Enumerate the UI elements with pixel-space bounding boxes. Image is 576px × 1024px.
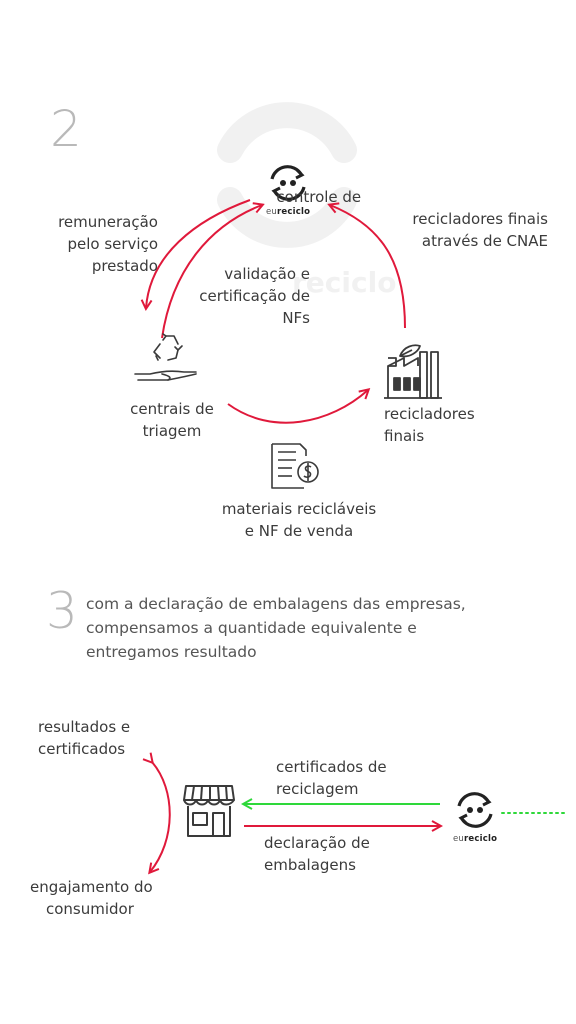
- arrow-resultados-engajamento: [150, 762, 171, 872]
- label-materiais: materiais recicláveis e NF de venda: [204, 498, 394, 542]
- label-line: remuneração: [58, 213, 158, 231]
- store-icon: [183, 785, 235, 837]
- label-line: através de CNAE: [421, 232, 548, 250]
- arrow-controle: [330, 205, 406, 329]
- eureciclo-wordmark-bottom: eureciclo: [453, 834, 497, 844]
- label-declaracao-embalagens: declaração de embalagens: [264, 832, 370, 876]
- label-line: validação e: [224, 265, 310, 283]
- eureciclo-wordmark: eureciclo: [266, 207, 310, 217]
- label-line: certificados de: [276, 758, 387, 776]
- label-line: controle de: [276, 188, 362, 206]
- eureciclo-logo-icon: [270, 165, 306, 201]
- intro-line: com a declaração de embalagens das empre…: [86, 595, 466, 613]
- factory-icon: [384, 344, 442, 399]
- label-centrais-triagem: centrais de triagem: [116, 398, 228, 442]
- label-line: centrais de: [130, 400, 214, 418]
- label-line: certificação de: [199, 287, 310, 305]
- brand-eu: eu: [266, 207, 278, 217]
- eureciclo-logo-icon: [457, 792, 493, 828]
- label-line: finais: [384, 427, 425, 445]
- label-line: NFs: [282, 309, 310, 327]
- label-line: e NF de venda: [244, 522, 354, 540]
- arrow-validacao: [161, 205, 262, 339]
- label-line: consumidor: [46, 900, 134, 918]
- label-certificados-reciclagem: certificados de reciclagem: [276, 756, 387, 800]
- label-line: declaração de: [264, 834, 370, 852]
- section3-intro: com a declaração de embalagens das empre…: [86, 592, 466, 664]
- intro-line: entregamos resultado: [86, 643, 257, 661]
- label-line: reciclagem: [276, 780, 359, 798]
- watermark-text: reciclo: [292, 266, 397, 299]
- brand-reciclo: reciclo: [277, 207, 311, 217]
- label-line: prestado: [91, 257, 158, 275]
- label-line: embalagens: [264, 856, 356, 874]
- intro-line: compensamos a quantidade equivalente e: [86, 619, 417, 637]
- section2-arrows: [146, 199, 406, 424]
- label-line: triagem: [142, 422, 202, 440]
- label-engajamento: engajamento do consumidor: [30, 876, 153, 920]
- label-remuneracao: remuneração pelo serviço prestado: [58, 211, 158, 277]
- arrow-remuneracao: [146, 199, 251, 308]
- label-line: certificados: [38, 740, 126, 758]
- label-line: pelo serviço: [67, 235, 158, 253]
- label-validacao: validação e certificação de NFs: [199, 263, 310, 329]
- brand-reciclo: reciclo: [464, 834, 498, 844]
- label-line: recicladores: [384, 405, 475, 423]
- step-number-2: 2: [50, 100, 82, 158]
- invoice-dollar-icon: [271, 443, 319, 489]
- brand-eu: eu: [453, 834, 465, 844]
- hand-recycle-icon: [134, 333, 197, 381]
- label-controle: controle de recicladores finais através …: [276, 186, 548, 252]
- label-recicladores-finais: recicladores finais: [384, 403, 475, 447]
- label-line: materiais recicláveis: [221, 500, 377, 518]
- label-line: resultados e: [38, 718, 131, 736]
- label-resultados: resultados e certificados: [38, 716, 130, 760]
- label-line: engajamento do: [30, 878, 153, 896]
- label-line: recicladores finais: [412, 210, 548, 228]
- step-number-3: 3: [46, 582, 78, 640]
- arrow-materiais: [227, 390, 368, 424]
